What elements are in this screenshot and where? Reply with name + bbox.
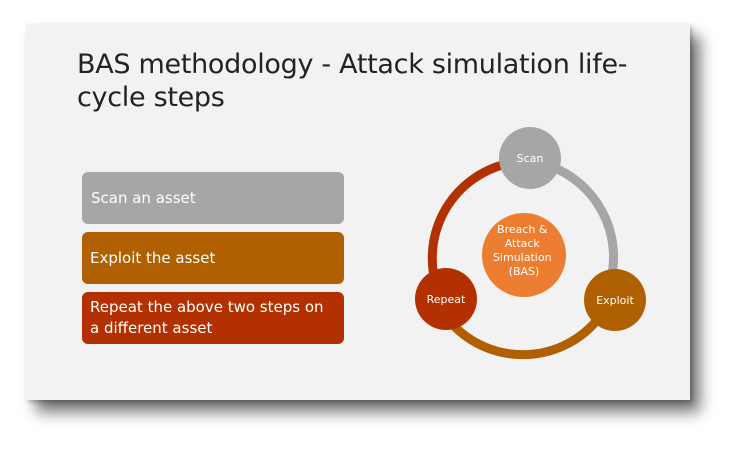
node-scan-label: Scan — [517, 152, 544, 165]
node-exploit-circle — [584, 269, 646, 331]
arc-exploit-to-repeat — [449, 316, 602, 360]
step-exploit-box: Exploit the asset — [82, 232, 344, 284]
center-line-1: Breach & — [497, 223, 548, 236]
center-line-3: Simulation — [493, 251, 552, 264]
node-exploit-label: Exploit — [596, 294, 634, 307]
center-line-2: Attack — [505, 237, 541, 250]
slide: BAS methodology - Attack simulation life… — [26, 24, 690, 400]
step-scan-box: Scan an asset — [82, 172, 344, 224]
cycle-diagram: Breach & Attack Simulation (BAS) Scan Ex… — [415, 127, 646, 360]
step-repeat-box: Repeat the above two steps on a differen… — [82, 292, 344, 344]
arc-repeat-to-scan — [427, 159, 508, 283]
step-scan-label: Scan an asset — [91, 188, 196, 207]
center-bas-label: Breach & Attack Simulation (BAS) — [493, 223, 555, 278]
step-repeat-label: Repeat the above two steps on a differen… — [90, 298, 324, 337]
node-scan-circle — [499, 127, 561, 189]
step-exploit-label: Exploit the asset — [90, 248, 216, 267]
node-repeat-circle — [415, 268, 477, 330]
node-repeat-label: Repeat — [427, 293, 466, 306]
center-bas-circle — [482, 213, 566, 297]
center-line-4: (BAS) — [509, 265, 540, 278]
slide-title: BAS methodology - Attack simulation life… — [77, 49, 628, 113]
arc-scan-to-exploit — [548, 161, 619, 281]
